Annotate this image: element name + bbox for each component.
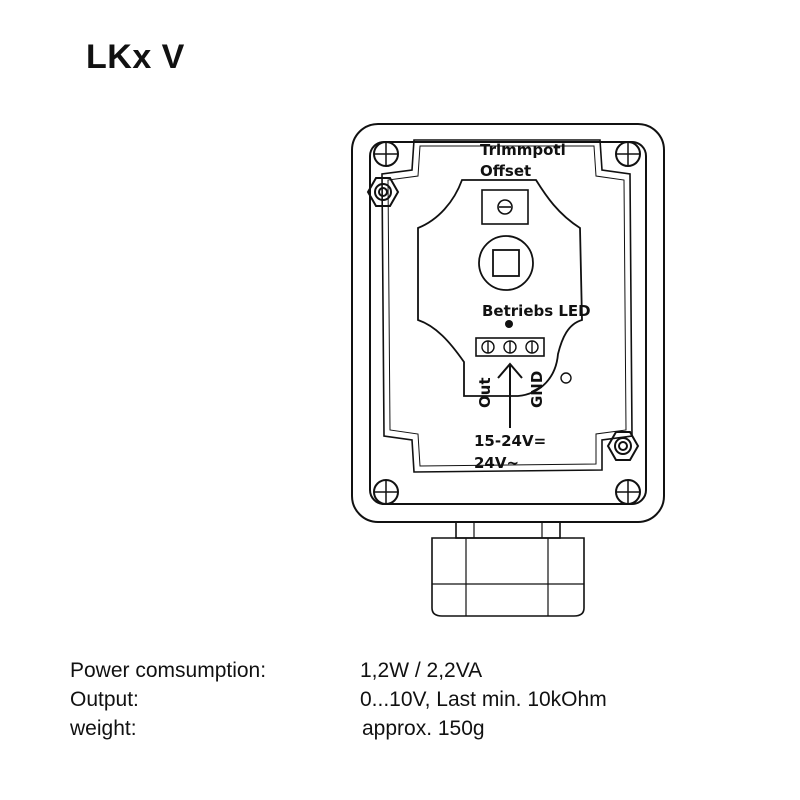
- spec-row-output: Output: 0...10V, Last min. 10kOhm: [70, 685, 607, 714]
- terminal-2: [503, 340, 517, 354]
- hex-nut-right: [606, 431, 640, 461]
- screw-bottom-right: [615, 479, 641, 505]
- trimmpoti-screw: [497, 199, 513, 215]
- spec-value: approx. 150g: [362, 717, 485, 740]
- housing-inner: [369, 141, 647, 505]
- sensor-element: [492, 249, 520, 277]
- board-hole: [560, 372, 572, 384]
- gland-neck: [455, 521, 561, 539]
- screw-top-right: [615, 141, 641, 167]
- spec-row-weight: weight: approx. 150g: [70, 714, 607, 743]
- specifications: Power comsumption: 1,2W / 2,2VA Output: …: [70, 656, 607, 743]
- terminal-3: [525, 340, 539, 354]
- page-title: LKx V: [86, 38, 185, 76]
- supply-arrow-head: [497, 362, 523, 379]
- spec-value: 1,2W / 2,2VA: [360, 659, 483, 682]
- spec-label: Output:: [70, 688, 139, 711]
- hex-nut-left: [366, 177, 400, 207]
- spec-label: Power comsumption:: [70, 659, 267, 682]
- terminal-1: [481, 340, 495, 354]
- label-supply-dc: 15-24V=: [474, 432, 546, 450]
- label-led: Betriebs LED: [482, 302, 591, 320]
- circuit-board: [417, 179, 583, 397]
- lid-outline: [381, 139, 633, 473]
- sensor-ring: [478, 235, 534, 291]
- status-led: [505, 320, 513, 328]
- spec-value: 0...10V, Last min. 10kOhm: [360, 688, 607, 711]
- screw-top-left: [373, 141, 399, 167]
- label-offset: Offset: [480, 162, 531, 180]
- label-trimmpoti: Trimmpoti: [480, 141, 566, 159]
- label-out: Out: [476, 377, 494, 408]
- spec-row-power: Power comsumption: 1,2W / 2,2VA: [70, 656, 607, 685]
- device-diagram: Trimmpoti Offset Betriebs LED Out GND 15…: [340, 110, 680, 630]
- terminal-block: [475, 337, 545, 357]
- trimmpoti-body: [481, 189, 529, 225]
- screw-bottom-left: [373, 479, 399, 505]
- gland-nut: [431, 537, 585, 617]
- spec-label: weight:: [70, 717, 137, 740]
- device-drawing: Trimmpoti Offset Betriebs LED Out GND 15…: [351, 123, 665, 617]
- label-supply-ac: 24V~: [474, 454, 519, 472]
- label-gnd: GND: [528, 371, 546, 408]
